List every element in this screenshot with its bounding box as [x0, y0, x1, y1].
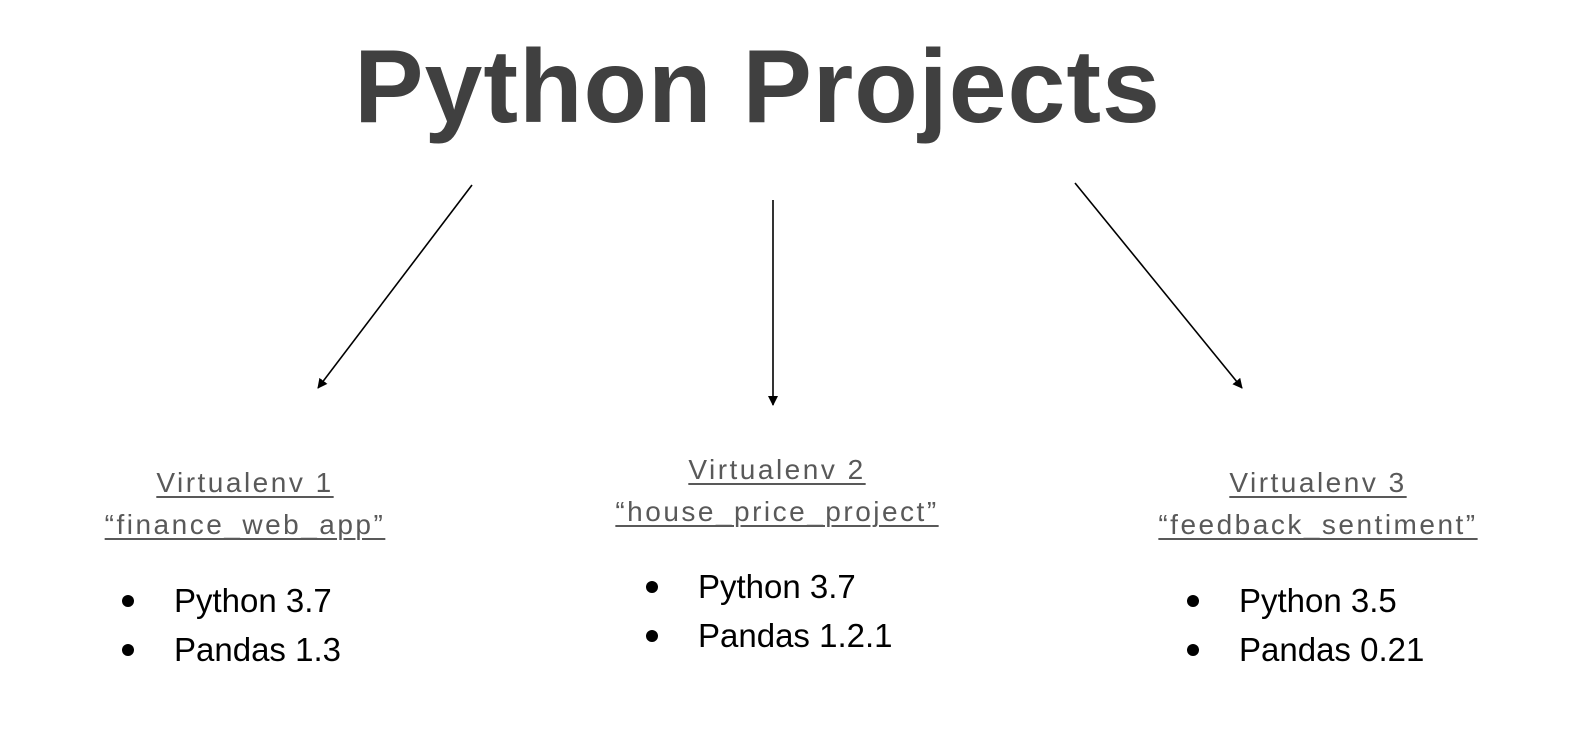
arrow-to-env-3	[1074, 182, 1243, 389]
env-name: Virtualenv 3	[1229, 467, 1407, 498]
list-item: Pandas 1.3	[122, 625, 341, 674]
env-3-packages: Python 3.5 Pandas 0.21	[1187, 576, 1424, 674]
arrow-to-env-1	[317, 184, 473, 389]
env-2-label: Virtualenv 2 “house_price_project”	[557, 449, 997, 533]
list-item: Python 3.5	[1187, 576, 1424, 625]
env-1-label: Virtualenv 1 “finance_web_app”	[45, 462, 445, 546]
list-item: Python 3.7	[122, 576, 341, 625]
env-project: “house_price_project”	[615, 496, 939, 527]
list-item: Pandas 0.21	[1187, 625, 1424, 674]
env-1-packages: Python 3.7 Pandas 1.3	[122, 576, 341, 674]
env-name: Virtualenv 1	[156, 467, 334, 498]
list-item: Python 3.7	[646, 562, 893, 611]
env-3-label: Virtualenv 3 “feedback_sentiment”	[1108, 462, 1528, 546]
env-project: “finance_web_app”	[104, 509, 386, 540]
diagram-title: Python Projects	[354, 29, 1161, 145]
list-item: Pandas 1.2.1	[646, 611, 893, 660]
env-2-packages: Python 3.7 Pandas 1.2.1	[646, 562, 893, 660]
env-name: Virtualenv 2	[688, 454, 866, 485]
env-project: “feedback_sentiment”	[1158, 509, 1478, 540]
